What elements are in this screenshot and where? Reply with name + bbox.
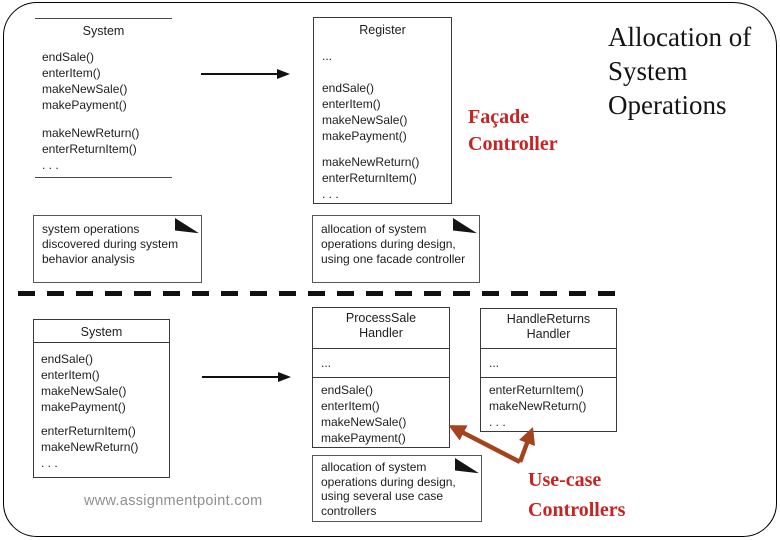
note-facade-design: allocation of system operations during d… — [312, 215, 480, 283]
operations-section: endSale() enterItem() makeNewSale() make… — [313, 378, 449, 446]
operation: enterReturnItem() — [322, 171, 417, 185]
section-divider-dashed — [18, 291, 622, 296]
note-line: allocation of system — [321, 460, 427, 474]
operation: enterItem() — [321, 399, 380, 413]
class-name-process-sale: ProcessSale Handler — [313, 308, 449, 349]
operation: makeNewReturn() — [42, 126, 140, 140]
class-name-line: Handler — [359, 326, 403, 340]
operation: makeNewSale() — [41, 384, 127, 398]
class-element-system-analysis: endSale() enterItem() makeNewSale() make… — [42, 49, 139, 173]
operation: enterReturnItem() — [489, 383, 584, 397]
note-analysis: system operations discovered during syst… — [33, 215, 202, 283]
note-line: system operations — [42, 222, 140, 236]
operation: enterReturnItem() — [42, 142, 137, 156]
note-line: allocation of system — [321, 222, 427, 236]
operation: enterItem() — [322, 97, 381, 111]
attribute-section: ... — [313, 349, 449, 378]
page-title: Allocation of System Operations — [608, 20, 780, 122]
class-box-register: Register ... endSale() enterItem() makeN… — [313, 17, 452, 204]
class-box-handle-returns-handler: HandleReturns Handler ... enterReturnIte… — [480, 308, 617, 432]
note-line: using several use case — [321, 489, 444, 503]
system-analysis-bottom-rule — [35, 177, 172, 178]
operation: enterItem() — [41, 368, 100, 382]
operations-section: enterReturnItem() makeNewReturn() . . . — [481, 378, 616, 430]
pointer-arrows-icon — [448, 425, 536, 464]
note-line: discovered during system — [42, 237, 179, 251]
class-name-handle-returns: HandleReturns Handler — [481, 309, 616, 349]
slide-border — [3, 2, 777, 537]
operation: enterReturnItem() — [41, 424, 136, 438]
operation: endSale() — [41, 352, 94, 366]
note-line: using one facade controller — [321, 252, 466, 266]
operation: makePayment() — [42, 98, 127, 112]
operation: makeNewSale() — [322, 113, 408, 127]
facade-controller-label: Façade Controller — [468, 104, 558, 158]
operation: makePayment() — [41, 400, 126, 414]
attribute-section: ... — [481, 349, 616, 378]
class-box-system-bottom: System endSale() enterItem() makeNewSale… — [33, 319, 170, 478]
note-line: operations during design, — [321, 474, 456, 489]
class-box-process-sale-handler: ProcessSale Handler ... endSale() enterI… — [312, 307, 450, 448]
note-line: controllers — [321, 503, 377, 518]
class-name-register: Register — [359, 23, 406, 37]
class-name-line: Handler — [526, 327, 571, 341]
system-analysis-top-rule — [35, 18, 172, 19]
footer-url: www.assignmentpoint.com — [84, 493, 263, 509]
operation: endSale() — [321, 383, 374, 397]
note-line: behavior analysis — [42, 252, 135, 266]
page-title-line: Operations — [608, 90, 727, 120]
ellipsis: . . . — [489, 415, 506, 429]
note-line: operations during design, — [321, 237, 456, 251]
operation: makeNewReturn() — [489, 399, 587, 413]
arrow-right-icon — [277, 68, 290, 79]
operation: enterItem() — [42, 66, 101, 80]
facade-label-line: Controller — [468, 133, 558, 155]
arrow-right-icon — [278, 371, 291, 382]
ellipsis: . . . — [42, 158, 59, 172]
operation: makePayment() — [322, 129, 407, 143]
note-usecase-design: allocation of system operations during d… — [312, 455, 482, 522]
flow-line — [201, 73, 279, 75]
operation: makePayment() — [321, 431, 406, 445]
operation: makeNewReturn() — [322, 155, 420, 169]
ellipsis: . . . — [41, 456, 58, 470]
operation: makeNewSale() — [42, 82, 128, 96]
class-name-line: HandleReturns — [506, 312, 591, 326]
operation: endSale() — [42, 50, 95, 64]
class-name-system-bottom: System — [34, 320, 169, 343]
attribute-ellipsis: ... — [321, 356, 332, 370]
class-name-system-top: System — [82, 24, 125, 38]
class-name-line: ProcessSale — [345, 311, 417, 325]
facade-label-line: Façade — [468, 106, 530, 128]
operation: makeNewSale() — [321, 415, 407, 429]
use-case-label-line: Use-case — [528, 469, 602, 491]
attribute-ellipsis: ... — [322, 49, 333, 63]
operation: makeNewReturn() — [41, 440, 139, 454]
page-title-line: Allocation of — [608, 22, 752, 52]
page-title-line: System — [608, 56, 688, 86]
operation: endSale() — [322, 81, 375, 95]
use-case-controllers-label: Use-case Controllers — [528, 465, 625, 525]
flow-line — [202, 376, 280, 378]
attribute-ellipsis: ... — [489, 356, 500, 370]
ellipsis: . . . — [322, 187, 339, 201]
use-case-label-line: Controllers — [528, 499, 626, 521]
